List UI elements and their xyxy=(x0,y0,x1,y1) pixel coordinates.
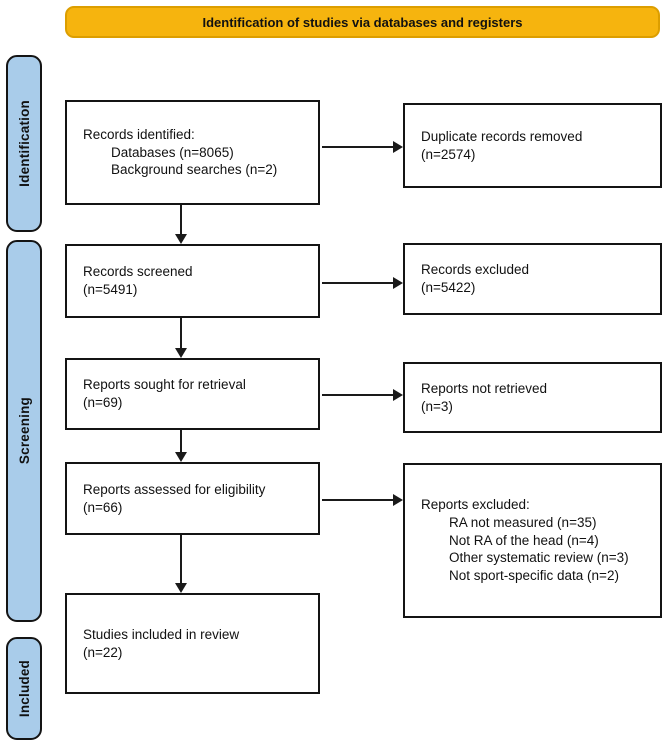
box-reports-excluded-item-ra-not-measured: RA not measured (n=35) xyxy=(449,514,597,530)
box-records-identified-item-background: Background searches (n=2) xyxy=(111,162,278,178)
arrow-right-screened-to-excluded xyxy=(322,277,403,289)
box-reports-sought: Reports sought for retrieval (n=69) xyxy=(65,358,320,430)
box-records-excluded: Records excluded (n=5422) xyxy=(403,243,662,315)
arrow-down-assessed-to-included xyxy=(175,535,187,593)
arrow-right-sought-to-not-retrieved xyxy=(322,389,403,401)
box-reports-not-retrieved-line2: (n=3) xyxy=(421,398,453,414)
box-records-identified: Records identified: Databases (n=8065) B… xyxy=(65,100,320,205)
box-reports-assessed: Reports assessed for eligibility (n=66) xyxy=(65,462,320,535)
box-reports-not-retrieved: Reports not retrieved (n=3) xyxy=(403,362,662,433)
box-records-excluded-line2: (n=5422) xyxy=(421,280,476,295)
stage-label-identification-text: Identification xyxy=(16,100,32,187)
arrow-down-screened-to-sought xyxy=(175,318,187,358)
box-reports-assessed-line2: (n=66) xyxy=(83,499,123,515)
box-reports-not-retrieved-line1: Reports not retrieved xyxy=(421,380,548,396)
box-reports-excluded-item-not-sport-specific: Not sport-specific data (n=2) xyxy=(449,568,619,584)
box-records-identified-item-databases: Databases (n=8065) xyxy=(111,144,234,160)
box-reports-excluded-item-not-ra-head: Not RA of the head (n=4) xyxy=(449,532,599,548)
arrow-right-assessed-to-reports-excluded xyxy=(322,494,403,506)
arrow-down-identified-to-screened xyxy=(175,205,187,244)
stage-label-identification: Identification xyxy=(6,55,42,232)
box-reports-excluded-item-other-review: Other systematic review (n=3) xyxy=(449,550,629,566)
box-records-screened-line2: (n=5491) xyxy=(83,282,138,297)
box-duplicates-removed-line2: (n=2574) xyxy=(421,146,476,162)
box-records-screened: Records screened (n=5491) xyxy=(65,244,320,318)
box-studies-included-line2: (n=22) xyxy=(83,644,123,660)
stage-label-included-text: Included xyxy=(16,659,32,718)
box-studies-included-line1: Studies included in review xyxy=(83,626,240,642)
stage-label-screening: Screening xyxy=(6,240,42,622)
box-reports-sought-line2: (n=69) xyxy=(83,395,123,410)
box-reports-sought-line1: Reports sought for retrieval xyxy=(83,377,246,393)
box-records-identified-title: Records identified: xyxy=(83,126,195,142)
box-records-screened-line1: Records screened xyxy=(83,264,193,280)
box-reports-excluded: Reports excluded: RA not measured (n=35)… xyxy=(403,463,662,618)
box-reports-assessed-line1: Reports assessed for eligibility xyxy=(83,481,266,497)
box-reports-excluded-title: Reports excluded: xyxy=(421,496,530,512)
stage-label-screening-text: Screening xyxy=(16,397,32,465)
box-duplicates-removed-line1: Duplicate records removed xyxy=(421,128,583,144)
stage-label-included: Included xyxy=(6,637,42,740)
arrow-right-identified-to-duplicates xyxy=(322,141,403,153)
header-banner: Identification of studies via databases … xyxy=(65,6,660,38)
box-duplicates-removed: Duplicate records removed (n=2574) xyxy=(403,103,662,188)
box-records-excluded-line1: Records excluded xyxy=(421,262,530,278)
arrow-down-sought-to-assessed xyxy=(175,430,187,462)
header-title: Identification of studies via databases … xyxy=(202,14,523,30)
box-studies-included: Studies included in review (n=22) xyxy=(65,593,320,694)
